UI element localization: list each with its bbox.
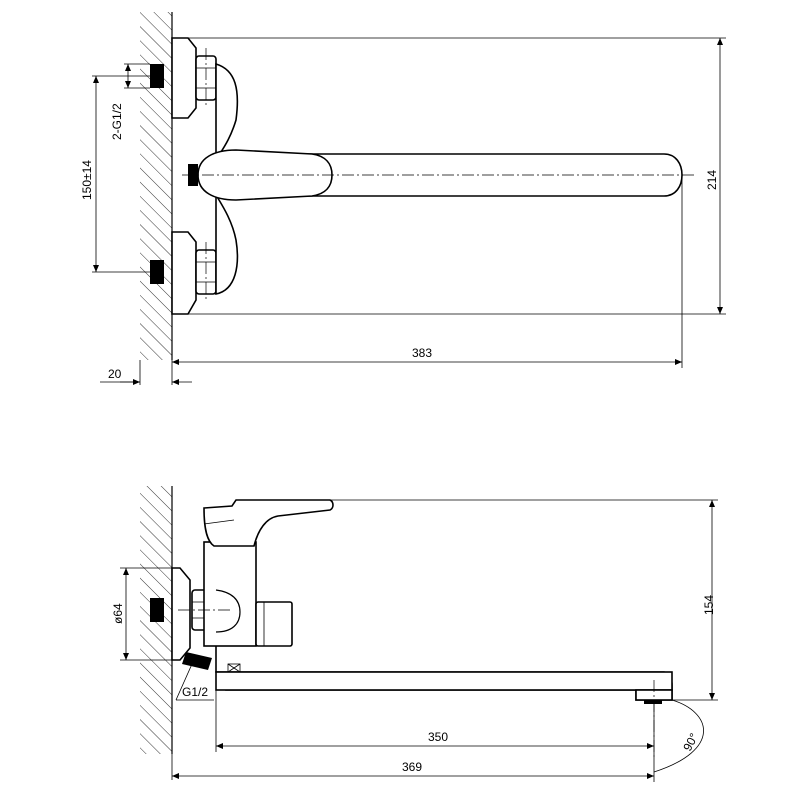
lever-handle	[203, 499, 334, 547]
dim-angle: 90°	[680, 731, 701, 754]
upper-thread-stub	[150, 64, 164, 88]
dim-height-top: 214	[705, 170, 719, 190]
lower-thread-stub	[150, 260, 164, 284]
dim-wall: 20	[108, 367, 122, 381]
dim-diameter: ø64	[111, 603, 125, 624]
lower-flange	[171, 231, 197, 315]
dim-thread-side: G1/2	[182, 685, 208, 699]
dim-centers: 150±14	[80, 160, 94, 200]
dim-spout: 350	[428, 730, 448, 744]
dim-thread-top: 2-G1/2	[110, 103, 124, 140]
dim-height-side: 154	[702, 595, 716, 615]
dim-total: 369	[402, 760, 422, 774]
angle-arc	[653, 699, 704, 773]
top-view: 2-G1/2 150±14 214 383 20	[80, 12, 726, 385]
diverter-knob	[255, 601, 293, 647]
side-view: ø64 G1/2 154 350 369 90°	[111, 486, 718, 782]
flange-side	[171, 567, 191, 661]
upper-flange	[171, 37, 197, 119]
thread-stub-side	[150, 598, 164, 622]
dim-length-top: 383	[412, 346, 432, 360]
outlet-thread	[182, 652, 212, 670]
